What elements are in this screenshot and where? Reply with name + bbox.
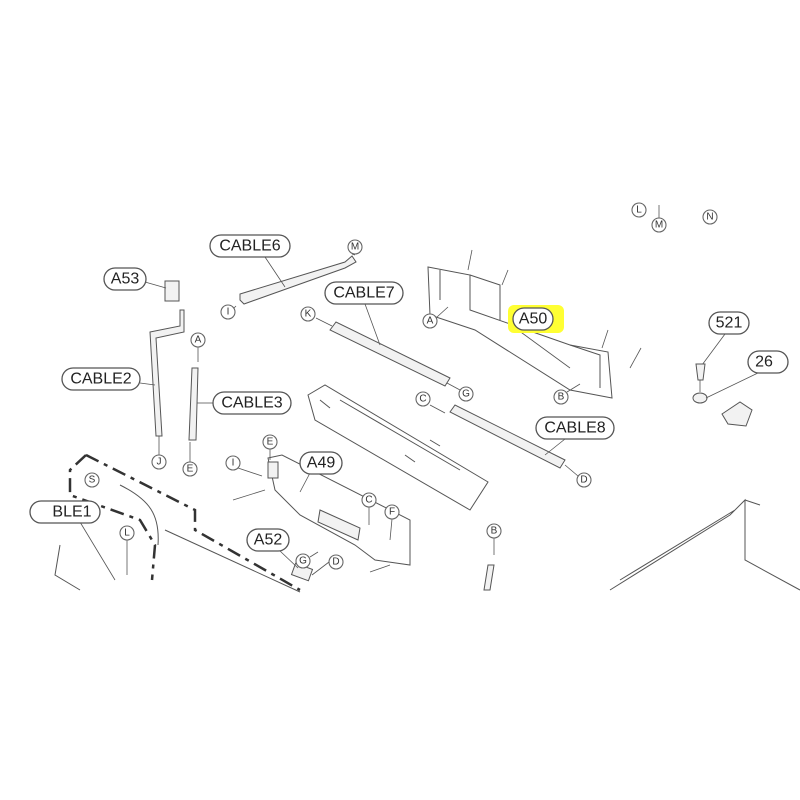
screw-521 bbox=[695, 363, 706, 381]
svg-text:26: 26 bbox=[755, 354, 773, 371]
connector-l: L bbox=[119, 525, 135, 541]
connector-s: S bbox=[84, 472, 100, 488]
middle-board-part bbox=[307, 384, 489, 511]
cable2-part bbox=[149, 309, 185, 437]
svg-text:M: M bbox=[655, 220, 663, 231]
callout-cable8[interactable]: CABLE8 bbox=[535, 416, 615, 440]
svg-text:G: G bbox=[462, 389, 470, 400]
svg-text:A50: A50 bbox=[519, 311, 548, 328]
svg-text:F: F bbox=[389, 507, 395, 518]
svg-text:G: G bbox=[299, 556, 307, 567]
svg-text:L: L bbox=[636, 205, 642, 216]
connector-c-a49: C bbox=[361, 492, 377, 508]
connector-c-top: C bbox=[415, 391, 431, 407]
svg-text:A: A bbox=[195, 335, 202, 346]
bracket-part bbox=[721, 401, 753, 427]
svg-text:I: I bbox=[227, 307, 230, 318]
connector-l-top: L bbox=[631, 202, 647, 218]
svg-text:E: E bbox=[267, 437, 274, 448]
callout-a52[interactable]: A52 bbox=[246, 528, 290, 552]
connector-b: B bbox=[553, 389, 569, 405]
connector-d-a52: D bbox=[328, 554, 344, 570]
callout-cable1[interactable]: BLE1 bbox=[29, 500, 101, 524]
callout-a53[interactable]: A53 bbox=[103, 267, 147, 291]
svg-text:S: S bbox=[89, 475, 96, 486]
callout-a50-highlighted[interactable]: A50 bbox=[508, 305, 564, 333]
connector-e-a49: E bbox=[262, 434, 278, 450]
svg-text:CABLE3: CABLE3 bbox=[221, 395, 282, 412]
svg-text:K: K bbox=[305, 309, 312, 320]
svg-text:M: M bbox=[351, 242, 359, 253]
svg-text:A52: A52 bbox=[254, 532, 283, 549]
callout-cable2[interactable]: CABLE2 bbox=[61, 367, 141, 391]
svg-text:B: B bbox=[558, 392, 565, 403]
svg-text:J: J bbox=[157, 457, 162, 468]
connector-d: D bbox=[576, 472, 592, 488]
connector-g: G bbox=[458, 386, 474, 402]
svg-text:L: L bbox=[124, 528, 130, 539]
cable6-part bbox=[239, 255, 357, 305]
frame-part bbox=[609, 498, 800, 591]
svg-text:C: C bbox=[365, 495, 372, 506]
svg-text:I: I bbox=[232, 458, 235, 469]
svg-text:B: B bbox=[491, 526, 498, 537]
connector-f: F bbox=[384, 504, 400, 520]
connector-i-a49: I bbox=[225, 455, 241, 471]
a53-part bbox=[164, 280, 180, 302]
a50-part bbox=[427, 266, 613, 399]
svg-text:CABLE8: CABLE8 bbox=[544, 420, 605, 437]
connector-i: I bbox=[220, 304, 236, 320]
callout-a49[interactable]: A49 bbox=[299, 451, 343, 475]
connector-g-a52: G bbox=[295, 553, 311, 569]
connector-a-top: A bbox=[422, 313, 438, 329]
part-26 bbox=[692, 392, 708, 404]
svg-text:D: D bbox=[332, 557, 339, 568]
callout-cable7[interactable]: CABLE7 bbox=[324, 281, 404, 305]
svg-text:BLE1: BLE1 bbox=[52, 504, 91, 521]
svg-text:C: C bbox=[419, 394, 426, 405]
svg-text:E: E bbox=[187, 464, 194, 475]
connector-m-top: M bbox=[651, 217, 667, 233]
connector-n-top: N bbox=[702, 209, 718, 225]
svg-text:A: A bbox=[427, 316, 434, 327]
svg-text:CABLE6: CABLE6 bbox=[219, 238, 280, 255]
connector-m: M bbox=[347, 239, 363, 255]
cable7-part bbox=[329, 321, 451, 387]
svg-text:A49: A49 bbox=[307, 455, 336, 472]
a49-part bbox=[267, 454, 411, 566]
cable-b-part bbox=[483, 564, 495, 591]
cable3-part bbox=[188, 367, 199, 441]
callout-cable6[interactable]: CABLE6 bbox=[209, 234, 291, 258]
connector-b-lower: B bbox=[486, 523, 502, 539]
dashed-boundary bbox=[68, 453, 301, 592]
callout-26[interactable]: 26 bbox=[747, 350, 789, 374]
callout-521[interactable]: 521 bbox=[708, 311, 750, 335]
cable8-part bbox=[449, 404, 566, 469]
connector-e: E bbox=[182, 461, 198, 477]
connector-a: A bbox=[190, 332, 206, 348]
svg-text:A53: A53 bbox=[111, 271, 140, 288]
connector-k: K bbox=[300, 306, 316, 322]
connector-j: J bbox=[151, 454, 167, 470]
callout-cable3[interactable]: CABLE3 bbox=[212, 391, 292, 415]
svg-text:D: D bbox=[580, 475, 587, 486]
svg-text:521: 521 bbox=[716, 315, 743, 332]
svg-text:N: N bbox=[706, 212, 713, 223]
svg-text:CABLE2: CABLE2 bbox=[70, 371, 131, 388]
svg-text:CABLE7: CABLE7 bbox=[333, 285, 394, 302]
